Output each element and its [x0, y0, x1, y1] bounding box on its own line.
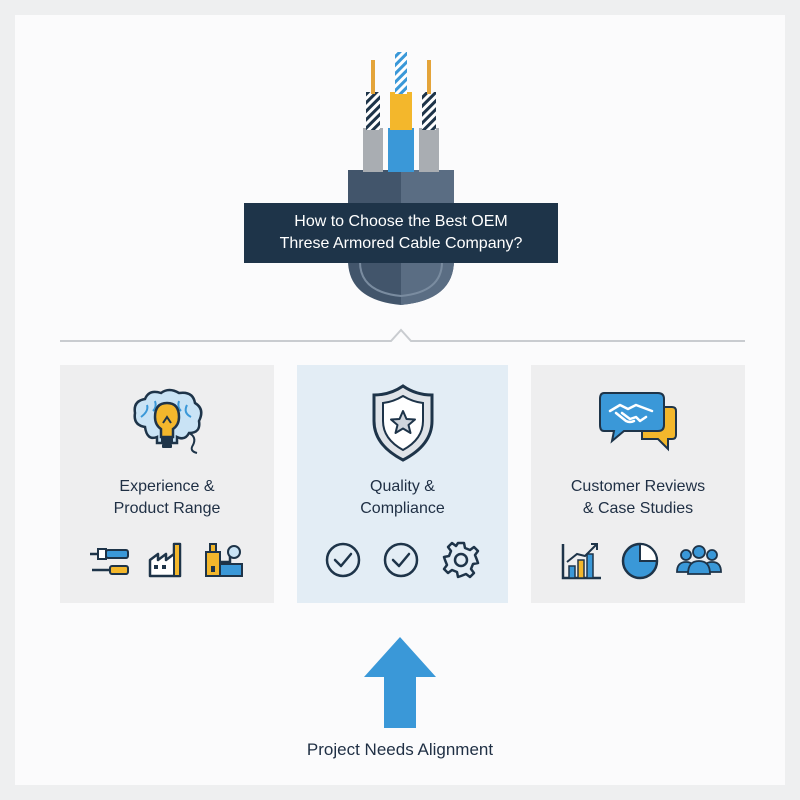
- card-title-line: Experience &: [119, 478, 215, 495]
- title-line-2: Threse Armored Cable Company?: [279, 235, 523, 252]
- up-arrow-icon: [364, 637, 436, 728]
- card-experience: Experience & Product Range: [60, 365, 274, 603]
- card-title-line: Quality &: [370, 478, 435, 495]
- shield-star-icon: [372, 384, 433, 462]
- check-circle-icon: [383, 542, 419, 578]
- lightbulb-brain-icon: [133, 388, 203, 454]
- card-title-line: & Case Studies: [582, 500, 694, 517]
- pie-chart-icon: [621, 542, 659, 580]
- card-quality: Quality & Compliance: [297, 365, 508, 603]
- bar-chart-icon: [561, 543, 601, 580]
- card-reviews: Customer Reviews & Case Studies: [531, 365, 745, 603]
- card-title-line: Customer Reviews: [570, 478, 706, 495]
- users-icon: [676, 545, 722, 575]
- title-box: How to Choose the Best OEM Threse Armore…: [244, 203, 558, 263]
- card-title-quality: Quality & Compliance: [297, 476, 508, 520]
- factory-icon: [148, 542, 182, 578]
- card-title-line: Compliance: [360, 500, 445, 517]
- card-title-experience: Experience & Product Range: [60, 476, 274, 520]
- check-circle-icon: [325, 542, 361, 578]
- gear-icon: [442, 541, 480, 579]
- divider-line: [60, 328, 745, 342]
- card-title-reviews: Customer Reviews & Case Studies: [531, 476, 745, 520]
- handshake-chat-icon: [599, 392, 677, 452]
- footer-label: Project Needs Alignment: [306, 740, 494, 759]
- industrial-plant-icon: [205, 543, 243, 577]
- soldering-iron-icon: [90, 548, 129, 575]
- card-title-line: Product Range: [113, 500, 221, 517]
- title-line-1: How to Choose the Best OEM: [294, 213, 508, 230]
- cable-icon: [348, 52, 454, 305]
